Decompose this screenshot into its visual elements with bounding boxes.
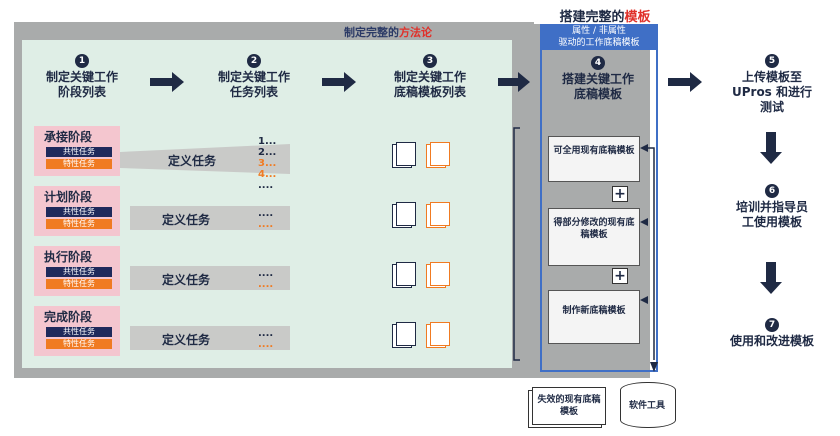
step-4: 4 搭建关键工作 底稿模板 [548,56,648,102]
task-item: 1... [258,136,277,147]
task-ellipsis: .... [258,180,274,191]
task-ellipsis: .... .... [258,268,273,290]
template-title: 搭建完整的模板 [559,10,651,25]
define-task-label: 定义任务 [168,154,217,168]
common-task-pill: 共性任务 [46,267,112,277]
special-task-pill: 特性任务 [46,159,112,169]
arrow-4-5 [668,72,702,92]
special-task-pill: 特性任务 [46,339,112,349]
ellipsis-navy: .... [258,328,274,339]
define-bar [130,206,290,230]
step-7-number: 7 [765,318,779,332]
template-frame-header: 属性 / 非属性 驱动的工作底稿模板 [540,24,658,50]
software-tool-icon: 软件工具 [620,382,676,428]
step-5-line1: 上传模板至 [741,70,802,84]
common-task-pill: 共性任务 [46,207,112,217]
task-item: 2... [258,147,277,158]
step-2: 2 制定关键工作 任务列表 [206,54,302,100]
arrow-5-6 [760,132,782,164]
task-ellipsis: .... .... [258,328,273,350]
stage-label: 完成阶段 [44,310,93,324]
ellipsis-orange: .... [258,279,274,290]
step-3: 3 制定关键工作 底稿模板列表 [380,54,480,100]
common-task-pill: 共性任务 [46,327,112,337]
ellipsis-navy: .... [258,268,274,279]
step-7: 7 使用和改进模板 [712,318,832,349]
step-6: 6 培训并指导员 工使用模板 [712,184,832,230]
step-5-number: 5 [765,54,779,68]
software-tool-label: 软件工具 [628,401,665,411]
define-bar [130,266,290,290]
step-2-line1: 制定关键工作 [217,70,290,84]
step-2-number: 2 [247,54,261,68]
arrow-6-7 [760,262,782,294]
template-partial-modify: 得部分修改的现有底稿模板 [548,208,640,266]
step-3-line2: 底稿模板列表 [393,85,466,99]
ellipsis-orange: .... [258,219,274,230]
define-bar [130,326,290,350]
stage-planning: 计划阶段 共性任务 特性任务 [34,186,120,236]
obsolete-templates: 失效的现有底稿模板 [528,384,608,428]
task-ellipsis: .... .... [258,208,273,230]
task-item: 4... [258,169,277,180]
step-3-line1: 制定关键工作 [393,70,466,84]
stage-label: 承接阶段 [44,130,93,144]
step-5: 5 上传模板至 UPros 和进行 测试 [712,54,832,115]
template-new: 制作新底稿模板 [548,290,640,344]
step-1-line2: 阶段列表 [57,85,106,99]
step-2-line2: 任务列表 [229,85,278,99]
special-task-pill: 特性任务 [46,279,112,289]
stage-label: 计划阶段 [44,190,93,204]
template-connector [646,147,655,360]
step-1: 1 制定关键工作 阶段列表 [34,54,130,100]
step-1-line1: 制定关键工作 [45,70,118,84]
stage-completion: 完成阶段 共性任务 特性任务 [34,306,120,356]
define-task-label: 定义任务 [162,213,211,227]
template-full-reuse: 可全用现有底稿模板 [548,136,640,182]
template-bracket [513,127,520,361]
arrow-3-4 [498,72,530,92]
method-title: 制定完整的方法论 [344,26,432,39]
special-task-pill: 特性任务 [46,219,112,229]
step-4-line2: 底稿模板 [573,87,622,101]
step-6-line1: 培训并指导员 [735,200,808,214]
stage-execution: 执行阶段 共性任务 特性任务 [34,246,120,296]
task-item: 3... [258,158,277,169]
stage-acceptance: 承接阶段 共性任务 特性任务 [34,126,120,176]
wedge-1 [120,144,290,174]
step-6-line2: 工使用模板 [741,215,802,229]
step-5-line3: 测试 [759,100,784,114]
arrow-2-3 [322,72,356,92]
step-5-line2: UPros 和进行 [731,85,813,99]
task-list: 1... 2... 3... 4... .... [258,136,276,191]
arrow-1-2 [150,72,184,92]
define-task-label: 定义任务 [162,273,211,287]
define-task-label: 定义任务 [162,333,211,347]
step-7-line1: 使用和改进模板 [729,334,814,348]
plus-icon: + [612,186,628,202]
obsolete-templates-label: 失效的现有底稿模板 [537,395,601,417]
ellipsis-navy: .... [258,208,274,219]
step-4-number: 4 [591,56,605,70]
step-1-number: 1 [75,54,89,68]
plus-icon: + [612,268,628,284]
step-6-number: 6 [765,184,779,198]
step-4-line1: 搭建关键工作 [561,72,634,86]
ellipsis-orange: .... [258,339,274,350]
step-3-number: 3 [423,54,437,68]
stage-label: 执行阶段 [44,250,93,264]
common-task-pill: 共性任务 [46,147,112,157]
